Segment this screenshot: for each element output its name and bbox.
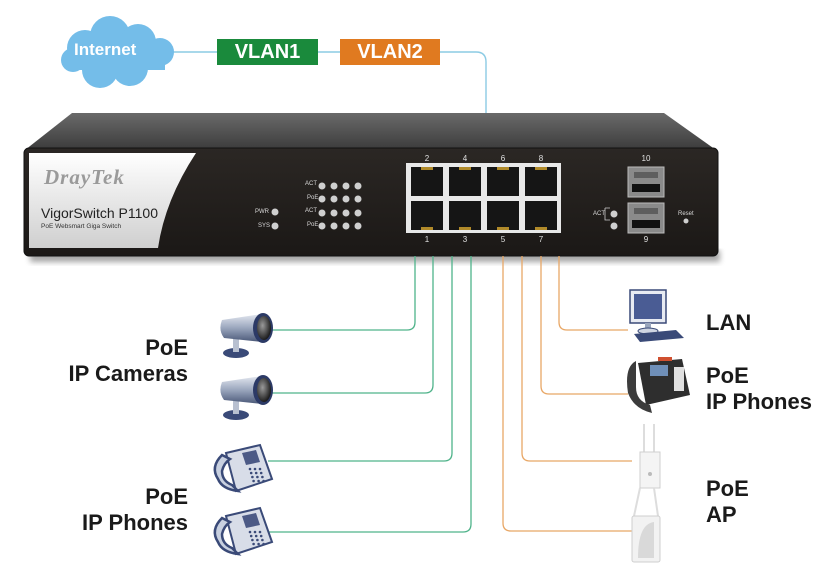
switch-chassis — [23, 113, 719, 257]
ap-label-line1: PoE — [706, 476, 749, 501]
cable-vlan2-switch — [440, 51, 487, 113]
cable-port-7 — [268, 256, 472, 533]
port-led — [354, 222, 362, 230]
cable-port-3 — [270, 256, 434, 394]
port-number-1: 1 — [424, 235, 430, 244]
left-phones-label-line1: PoE — [145, 484, 188, 509]
port-led — [330, 222, 338, 230]
reset-label: Reset — [678, 211, 694, 217]
port-led — [354, 209, 362, 217]
cable-port-9 — [540, 256, 628, 395]
cable-port-5 — [502, 256, 632, 532]
lan-label: LAN — [706, 310, 752, 335]
rj45-port-2[interactable] — [411, 167, 443, 196]
switch-label-plate — [29, 153, 196, 248]
ip-phone-icon — [213, 506, 274, 556]
cable-port-1 — [270, 256, 416, 331]
right-phones-label: PoE IP Phones — [706, 363, 812, 415]
pwr-led-label: PWR — [255, 209, 269, 215]
poe-bottom-label: PoE — [307, 222, 319, 228]
cable-port-5 — [268, 256, 453, 462]
port-number-6: 6 — [500, 154, 506, 163]
access-point-icon — [639, 424, 661, 489]
port-led — [354, 195, 362, 203]
port-led — [330, 209, 338, 217]
rj45-port-7[interactable] — [525, 201, 557, 230]
port-led — [318, 195, 326, 203]
port-number-7: 7 — [538, 235, 544, 244]
vlan1-tag: VLAN1 — [217, 39, 318, 65]
sfp-number-10: 10 — [641, 154, 651, 163]
port-number-8: 8 — [538, 154, 544, 163]
sfp-port-9[interactable] — [627, 202, 665, 234]
reset-button[interactable] — [683, 218, 689, 224]
sfp-port-10[interactable] — [627, 166, 665, 198]
internet-label: Internet — [74, 40, 137, 59]
right-phones-label-line1: PoE — [706, 363, 749, 388]
cable-port-7 — [521, 256, 632, 462]
port-led — [318, 182, 326, 190]
rj45-port-1[interactable] — [411, 201, 443, 230]
rj45-port-5[interactable] — [487, 201, 519, 230]
port-led — [342, 209, 350, 217]
left-phones-label-line2: IP Phones — [82, 510, 188, 535]
port-number-5: 5 — [500, 235, 506, 244]
cameras-label-line1: PoE — [145, 335, 188, 360]
port-leds — [318, 182, 362, 230]
port-led — [318, 209, 326, 217]
act-bottom-label: ACT — [305, 208, 317, 214]
pwr-led — [271, 208, 279, 216]
port-number-3: 3 — [462, 235, 468, 244]
device-cables — [268, 256, 632, 533]
ip-camera-icon — [220, 313, 273, 358]
vlan2-tag: VLAN2 — [340, 39, 440, 65]
rj45-ports — [411, 167, 557, 230]
cameras-label: PoE IP Cameras — [69, 335, 188, 387]
sfp-number-9: 9 — [643, 235, 649, 244]
left-phones-label: PoE IP Phones — [82, 484, 188, 536]
sfp-act-led-10 — [610, 210, 618, 218]
port-led — [342, 222, 350, 230]
rj45-port-4[interactable] — [449, 167, 481, 196]
cameras-label-line2: IP Cameras — [68, 361, 188, 386]
port-led — [330, 195, 338, 203]
ip-phone-icon — [213, 443, 274, 493]
port-led — [318, 222, 326, 230]
ap-label-line2: AP — [706, 502, 737, 527]
vlan1-label: VLAN1 — [234, 41, 301, 63]
sfp-act-label: ACT — [593, 211, 605, 217]
ap-label: PoE AP — [706, 476, 749, 528]
model-name: VigorSwitch P1100 — [41, 205, 158, 221]
poe-top-label: PoE — [307, 195, 319, 201]
rj45-port-8[interactable] — [525, 167, 557, 196]
internet-cloud-icon — [61, 16, 174, 88]
uplink-cable — [170, 51, 487, 113]
vlan2-label: VLAN2 — [357, 41, 423, 63]
rj45-port-6[interactable] — [487, 167, 519, 196]
brand-logo: DrayTek — [44, 165, 125, 189]
port-number-4: 4 — [462, 154, 468, 163]
desktop-pc-icon — [629, 289, 684, 342]
model-subtitle: PoE Websmart Giga Switch — [41, 223, 122, 230]
access-point-icon — [631, 487, 661, 563]
cable-port-11 — [558, 256, 628, 331]
desk-phone-icon — [627, 357, 690, 413]
port-number-2: 2 — [424, 154, 430, 163]
sys-led-label: SYS — [258, 223, 271, 229]
ip-camera-icon — [220, 375, 273, 420]
port-led — [342, 195, 350, 203]
sys-led — [271, 222, 279, 230]
port-led — [354, 182, 362, 190]
port-led — [342, 182, 350, 190]
rj45-port-3[interactable] — [449, 201, 481, 230]
act-top-label: ACT — [305, 181, 317, 187]
right-phones-label-line2: IP Phones — [706, 389, 812, 414]
sfp-act-led-9 — [610, 222, 618, 230]
port-led — [330, 182, 338, 190]
